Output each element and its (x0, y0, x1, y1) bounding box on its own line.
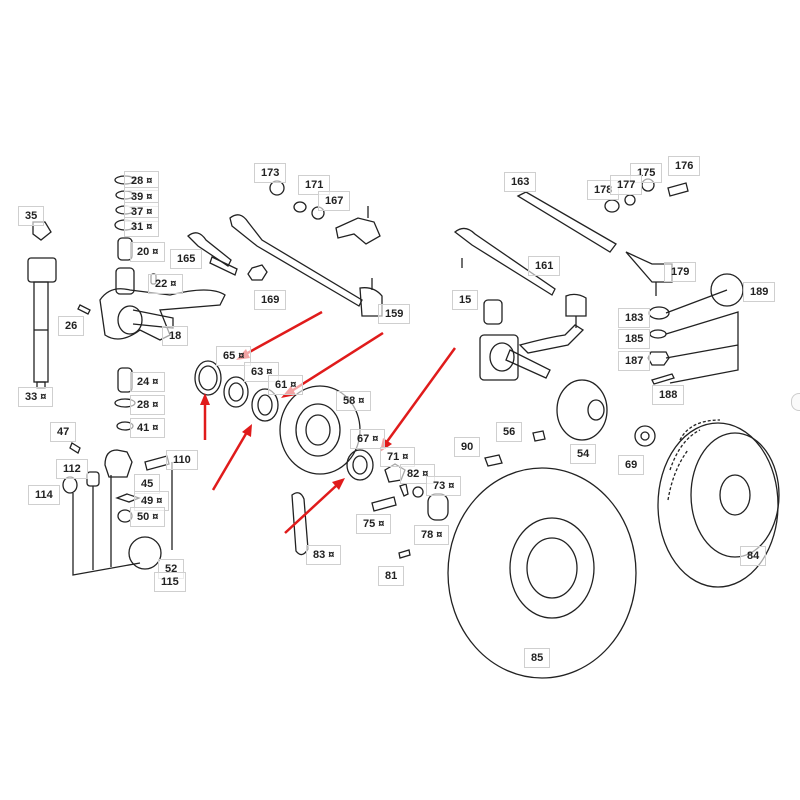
label-163: 163 (504, 172, 537, 192)
nut-kit-right (647, 273, 744, 385)
label-177: 177 (610, 175, 643, 195)
label-67: 67 ¤ (350, 429, 386, 449)
label-18: 18 (162, 326, 189, 346)
shaft-seal-65 (194, 360, 222, 396)
brake-disc-85 (447, 467, 637, 679)
label-115: 115 (154, 572, 186, 592)
kingpin (27, 257, 57, 389)
label-90: 90 (454, 437, 481, 457)
label-173: 173 (254, 163, 287, 183)
label-114: 114 (28, 485, 60, 505)
label-183: 183 (618, 308, 651, 328)
steering-knuckle-right (479, 299, 585, 381)
label-20: 20 ¤ (130, 242, 166, 262)
brake-drum-84 (657, 419, 780, 588)
label-73: 73 ¤ (426, 476, 462, 496)
label-110: 110 (166, 450, 198, 470)
label-22: 22 ¤ (148, 274, 184, 294)
label-176: 176 (668, 156, 701, 176)
label-84: 84 (740, 546, 767, 566)
red-arrows (200, 310, 457, 534)
label-61: 61 ¤ (268, 375, 304, 395)
label-71: 71 ¤ (380, 447, 416, 467)
label-24: 24 ¤ (130, 372, 166, 392)
label-15: 15 (452, 290, 479, 310)
steering-knuckle-left (77, 267, 226, 341)
label-165: 165 (170, 249, 203, 269)
label-69: 69 (618, 455, 645, 475)
label-159: 159 (378, 304, 411, 324)
label-26: 26 (58, 316, 85, 336)
label-189: 189 (743, 282, 776, 302)
label-161: 161 (528, 256, 561, 276)
label-41: 41 ¤ (130, 418, 166, 438)
tie-rod-right (453, 178, 689, 328)
label-167: 167 (318, 191, 351, 211)
bearing-67 (346, 449, 374, 481)
label-85: 85 (524, 648, 551, 668)
tie-rod-left (187, 180, 383, 317)
label-33: 33 ¤ (18, 387, 54, 407)
bearing-61 (251, 388, 279, 422)
label-81: 81 (378, 566, 405, 586)
label-50: 50 ¤ (130, 507, 166, 527)
hub-rotor-58 (279, 385, 361, 475)
label-171: 171 (298, 175, 331, 195)
label-54: 54 (570, 444, 597, 464)
label-56: 56 (496, 422, 523, 442)
label-188: 188 (652, 385, 685, 405)
label-65: 65 ¤ (216, 346, 252, 366)
wheel-hub-54 (484, 379, 656, 467)
label-112: 112 (56, 459, 88, 479)
ring-63 (223, 376, 249, 408)
label-47: 47 (50, 422, 77, 442)
label-58: 58 ¤ (336, 391, 372, 411)
label-75: 75 ¤ (356, 514, 392, 534)
label-83: 83 ¤ (306, 545, 342, 565)
label-185: 185 (618, 329, 651, 349)
label-179: 179 (664, 262, 697, 282)
next-image-handle[interactable] (791, 393, 800, 411)
label-169: 169 (254, 290, 287, 310)
label-31: 31 ¤ (124, 217, 160, 237)
label-78: 78 ¤ (414, 525, 450, 545)
label-28-lower: 28 ¤ (130, 395, 166, 415)
label-35: 35 (18, 206, 45, 226)
label-187: 187 (618, 351, 651, 371)
